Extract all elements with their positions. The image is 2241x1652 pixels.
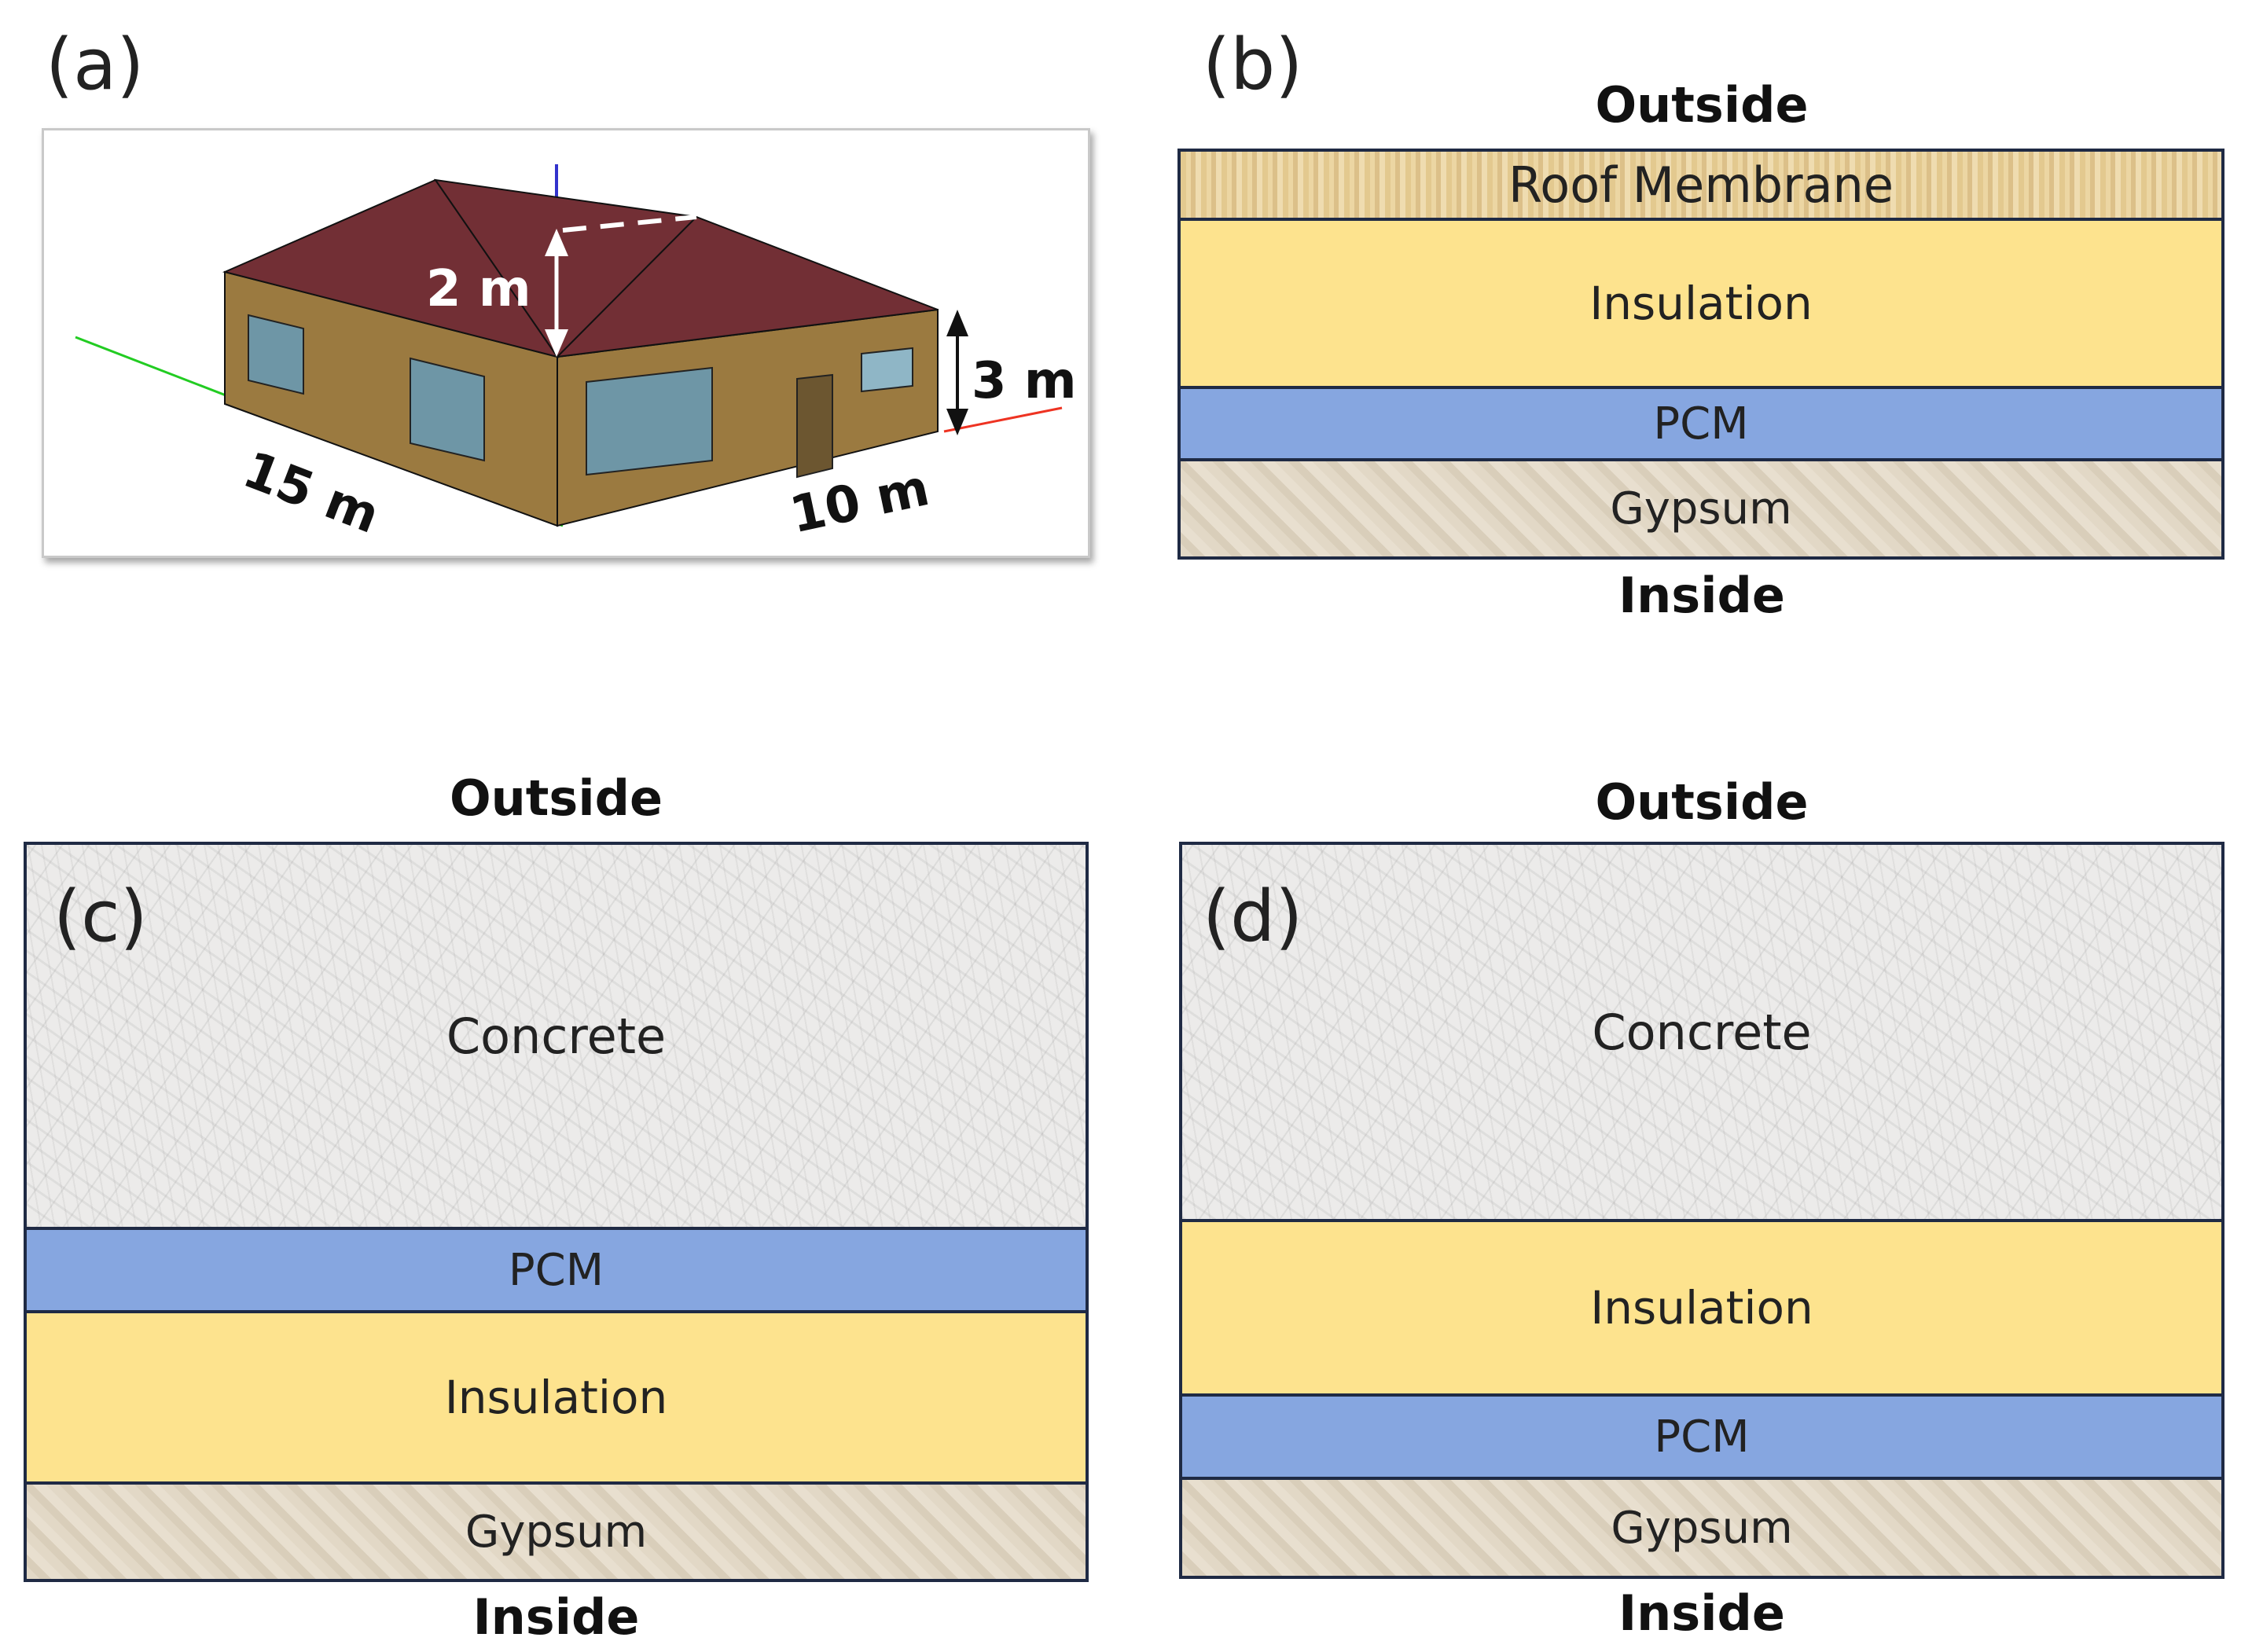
panel-d-letter: (d) (1203, 876, 1303, 958)
window-left-2 (410, 357, 485, 462)
roof-height-arrow-head-bottom (545, 329, 568, 357)
wall-height-arrow-head-bottom (946, 409, 968, 435)
insulation-layer: Insulation (27, 1310, 1086, 1481)
gypsum-label: Gypsum (465, 1506, 648, 1558)
roof-height-label: 2 m (426, 260, 531, 318)
wall-height-label: 3 m (972, 352, 1077, 410)
panel-d-layer-stack: Concrete Insulation PCM Gypsum (1179, 842, 2224, 1579)
pcm-label: PCM (1653, 398, 1749, 450)
window-right-1 (586, 366, 713, 476)
panel-c-outside-label: Outside (449, 769, 663, 827)
roof-membrane-layer: Roof Membrane (1181, 152, 2221, 218)
pcm-label: PCM (508, 1244, 604, 1296)
house-model-frame: 2 m 3 m 15 m 10 m (42, 128, 1090, 558)
gypsum-label: Gypsum (1610, 483, 1792, 534)
concrete-layer: Concrete (27, 845, 1086, 1227)
panel-b-layer-stack: Roof Membrane Insulation PCM Gypsum (1177, 149, 2224, 560)
panel-d-outside-label: Outside (1595, 773, 1809, 831)
window-right-2 (861, 347, 913, 393)
roof-hip-line (557, 216, 697, 358)
panel-c-inside-label: Inside (472, 1588, 640, 1646)
pcm-layer: PCM (1182, 1393, 2221, 1477)
house-3d-model (75, 164, 1063, 527)
panel-b-letter: (b) (1203, 24, 1303, 106)
wall-height-arrow-head-top (946, 310, 968, 336)
roof-membrane-label: Roof Membrane (1508, 156, 1894, 214)
pcm-label: PCM (1654, 1411, 1750, 1463)
gypsum-layer: Gypsum (27, 1481, 1086, 1579)
panel-c-letter: (c) (53, 876, 148, 958)
roof-ridge-dashed-line (562, 215, 697, 233)
panel-a-letter: (a) (46, 24, 145, 106)
concrete-layer: Concrete (1182, 845, 2221, 1219)
panel-b-outside-label: Outside (1595, 76, 1809, 134)
pcm-layer: PCM (27, 1227, 1086, 1310)
door (796, 373, 833, 479)
insulation-label: Insulation (1590, 1281, 1813, 1334)
panel-c-layer-stack: Concrete PCM Insulation Gypsum (24, 842, 1089, 1582)
concrete-label: Concrete (1592, 1003, 1812, 1061)
roof-height-arrow-head-top (545, 229, 568, 256)
window-left-1 (248, 314, 304, 395)
insulation-layer: Insulation (1182, 1219, 2221, 1393)
concrete-label: Concrete (446, 1007, 667, 1065)
gypsum-label: Gypsum (1611, 1502, 1793, 1554)
panel-d-inside-label: Inside (1618, 1584, 1785, 1642)
panel-b-inside-label: Inside (1618, 567, 1785, 624)
insulation-layer: Insulation (1181, 218, 2221, 386)
gypsum-layer: Gypsum (1182, 1477, 2221, 1576)
pcm-layer: PCM (1181, 386, 2221, 458)
insulation-label: Insulation (444, 1371, 668, 1424)
roof-right-slope (433, 178, 939, 358)
x-axis-line (943, 406, 1063, 433)
insulation-label: Insulation (1589, 277, 1813, 330)
gypsum-layer: Gypsum (1181, 458, 2221, 556)
